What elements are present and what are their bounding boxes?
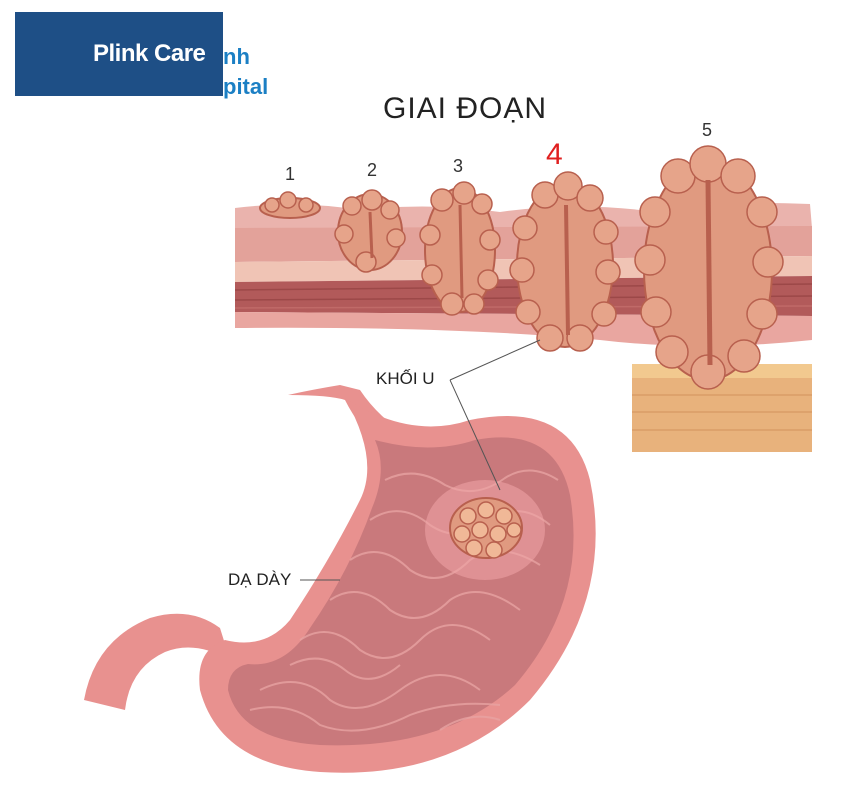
stage-label-2: 2 (367, 160, 378, 180)
gastric-tumor (449, 497, 523, 559)
stomach-label: DẠ DÀY (228, 570, 292, 589)
tumor-stage-3 (419, 181, 501, 316)
stomach-illustration (84, 385, 596, 773)
tumor-stage-5 (634, 145, 784, 390)
stage-label-1: 1 (285, 164, 296, 184)
tumor-leader-line (449, 339, 541, 491)
logo-peek-line2: pital (223, 74, 269, 99)
stage-label-5: 5 (702, 120, 713, 140)
tumor-stage-4 (509, 171, 621, 352)
stage-title: GIAI ĐOẠN (383, 92, 548, 125)
logo-peek-line1: nh (223, 44, 250, 69)
logo-text: Plink Care (93, 40, 206, 67)
stage-label-4: 4 (546, 138, 563, 171)
tumor-stage-2 (334, 189, 406, 273)
tumor-stage-1 (259, 191, 321, 219)
tumor-label: KHỐI U (376, 369, 435, 388)
stage-label-3: 3 (453, 156, 464, 176)
logo-badge: Plink Care (15, 12, 223, 96)
